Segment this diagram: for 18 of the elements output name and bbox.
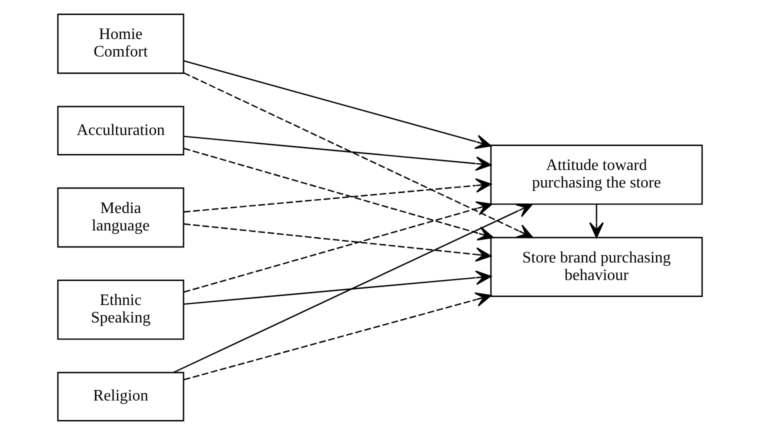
arrow (183, 147, 494, 240)
arrow (183, 200, 492, 292)
arrow (588, 204, 604, 238)
arrow (183, 72, 533, 238)
node-box: Homie Comfort (56, 13, 184, 74)
node-box: Ethnic Speaking (56, 279, 184, 340)
node-box: Religion (56, 371, 184, 421)
arrow (172, 203, 532, 373)
arrow (183, 60, 491, 148)
node-box: Media language (56, 186, 184, 248)
arrow (183, 270, 491, 304)
node-box: Attitude toward purchasing the store (490, 144, 702, 204)
arrow (183, 222, 491, 262)
arrow (183, 292, 491, 380)
node-box: Acculturation (56, 105, 184, 155)
arrow (183, 135, 491, 170)
node-box: Store brand purchasing behaviour (490, 236, 702, 297)
arrow (183, 178, 491, 212)
